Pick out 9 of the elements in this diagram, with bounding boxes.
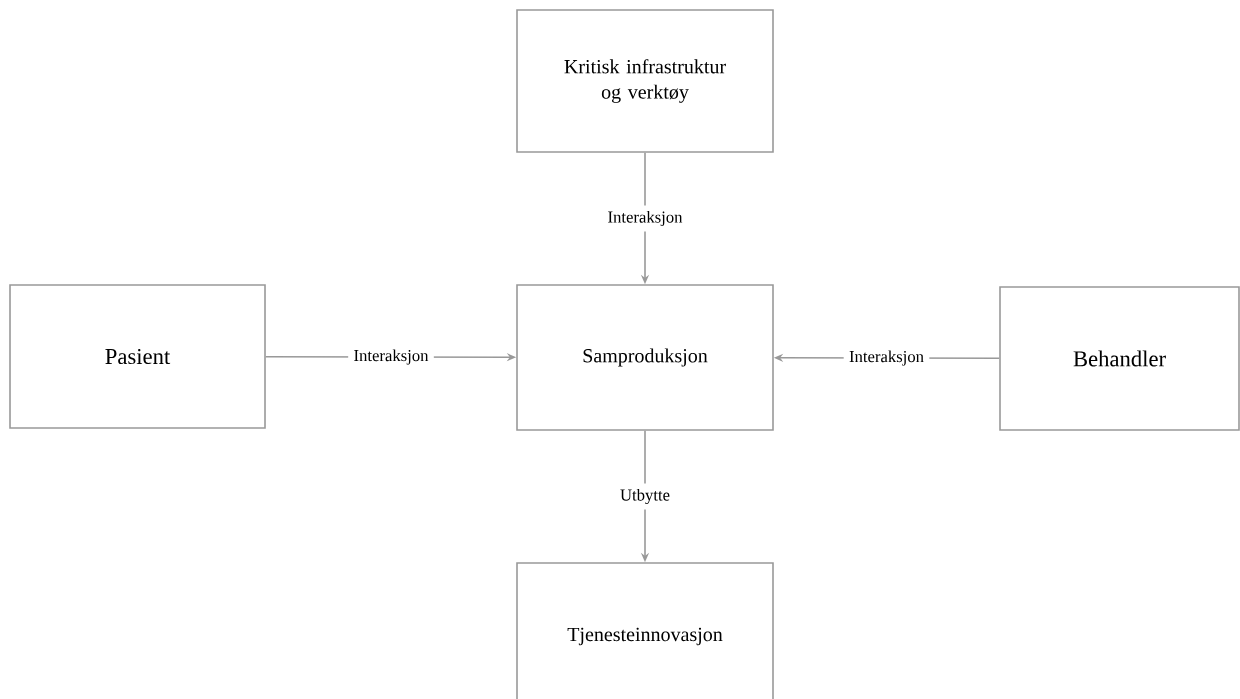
process-box: Pasient — [9, 284, 266, 429]
process-box: Kritisk infrastruktur og verktøy — [516, 9, 774, 153]
edge-label: Interaksjon — [602, 205, 688, 232]
edge-label: Interaksjon — [348, 344, 434, 370]
edge-label: Utbytte — [614, 483, 676, 510]
edge-label: Interaksjon — [843, 345, 930, 371]
process-box: Tjenesteinnovasjon — [516, 562, 774, 699]
process-box: Behandler — [999, 286, 1240, 431]
process-box: Samproduksjon — [516, 284, 774, 431]
